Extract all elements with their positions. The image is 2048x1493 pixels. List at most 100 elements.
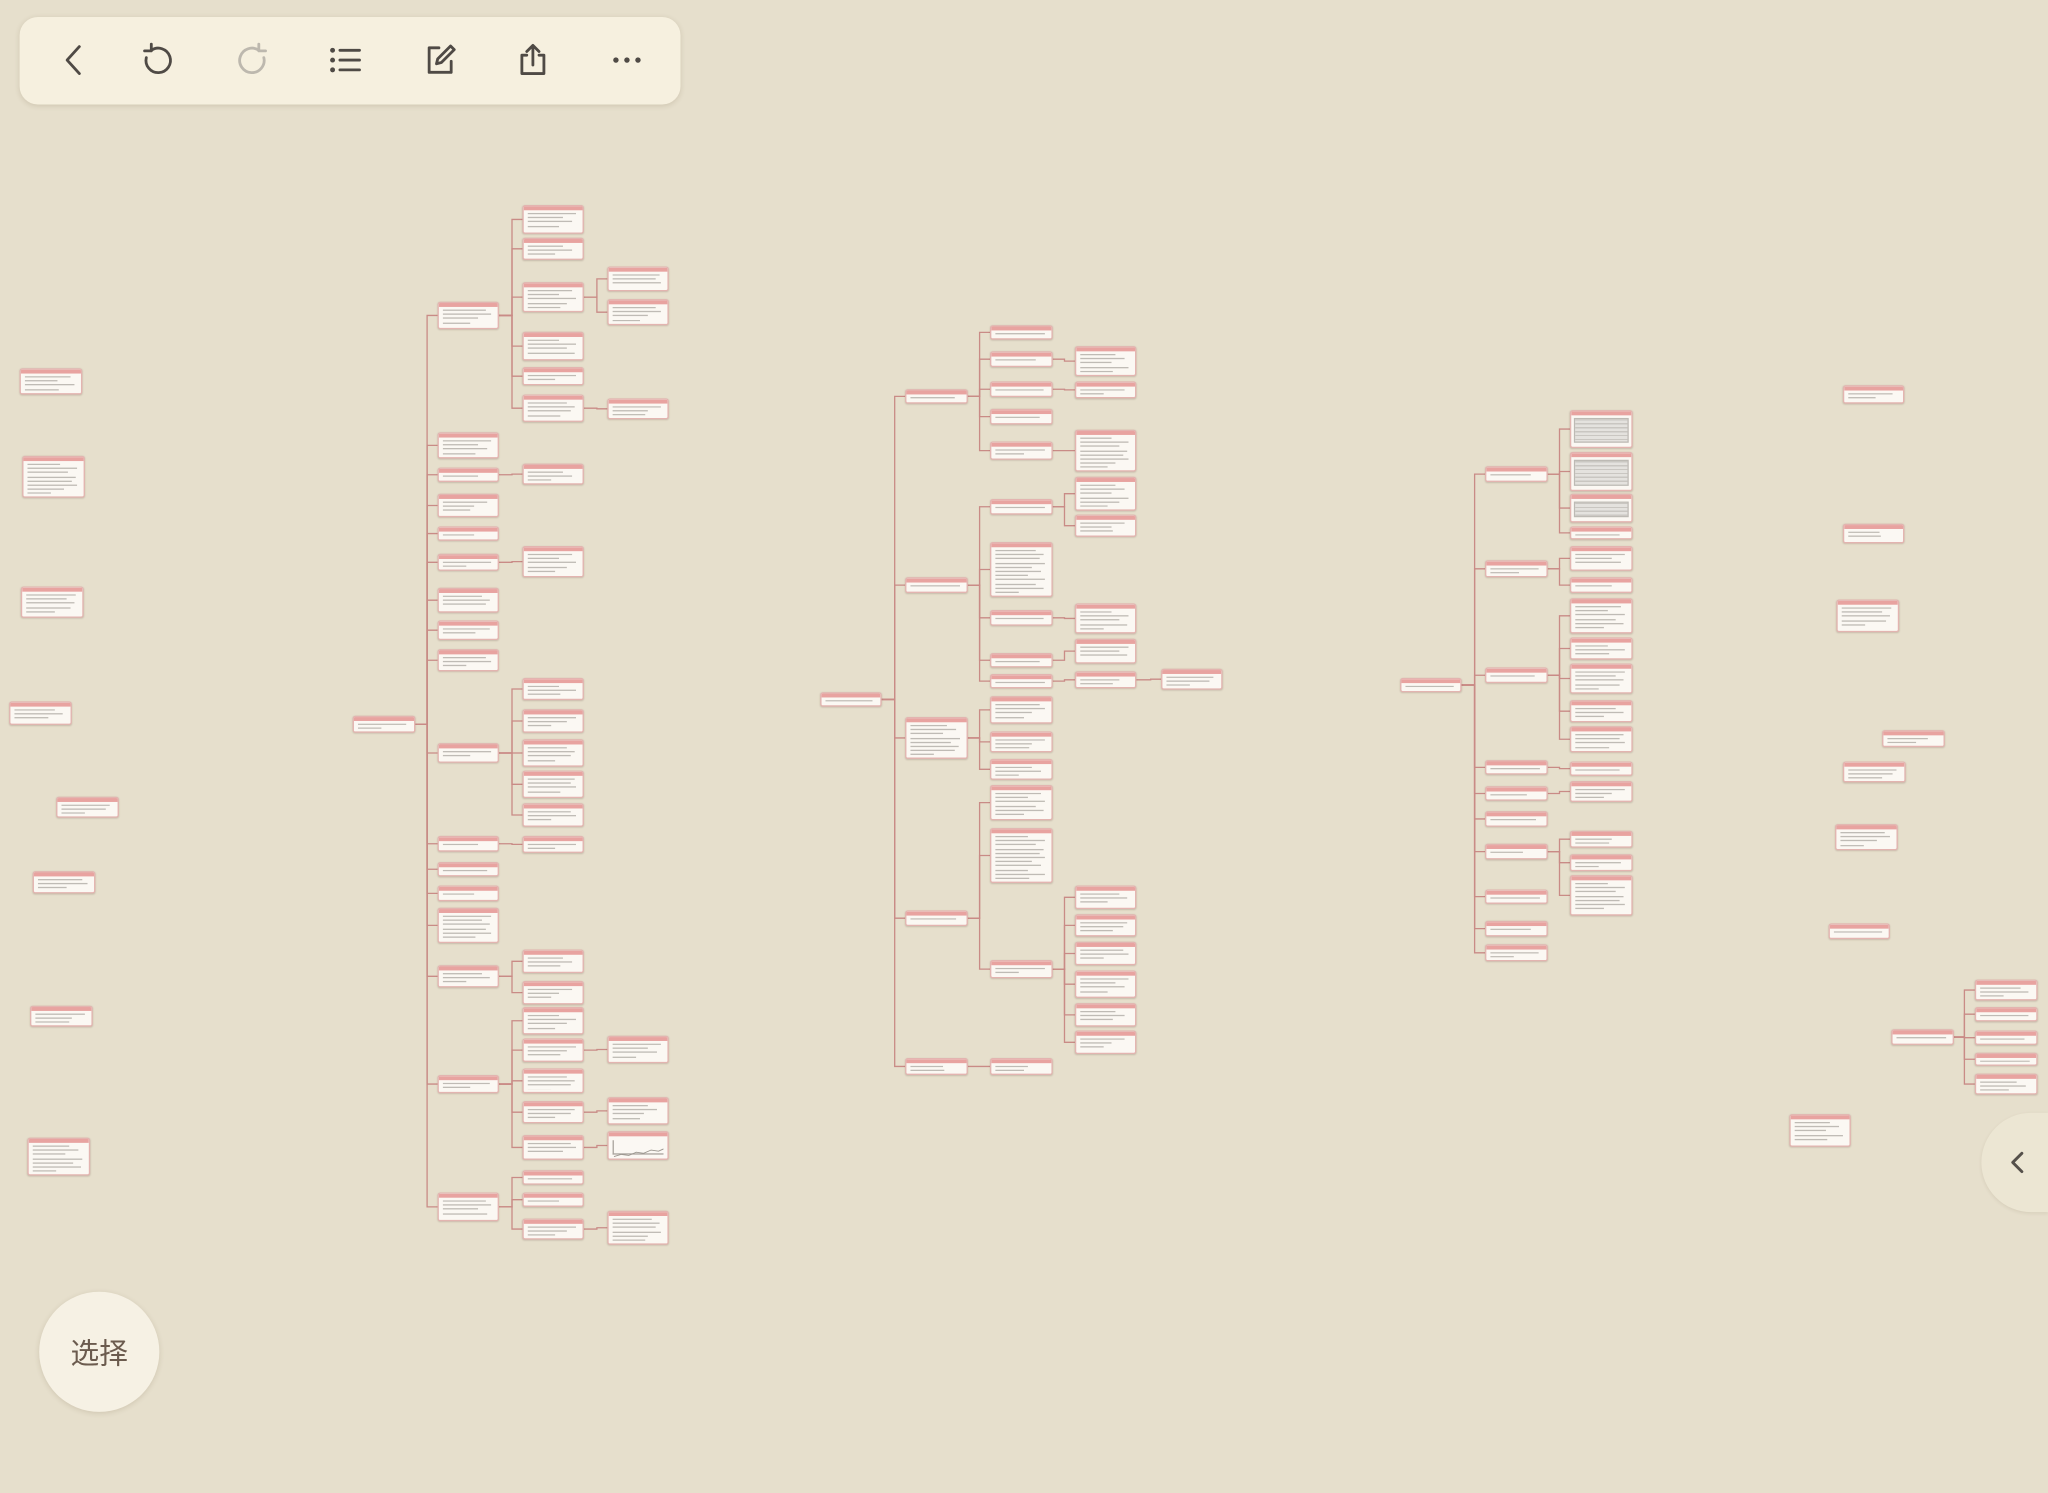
mindmap-node[interactable] (522, 770, 584, 799)
mindmap-root-node[interactable] (352, 715, 416, 733)
mindmap-node[interactable] (437, 493, 499, 518)
floating-note[interactable] (1835, 824, 1898, 851)
mindmap-node[interactable] (522, 835, 584, 853)
mindmap-node[interactable] (990, 408, 1053, 425)
mindmap-node[interactable] (1569, 637, 1633, 660)
mindmap-node[interactable] (1074, 603, 1137, 634)
outline-button[interactable] (319, 34, 371, 86)
mindmap-node[interactable] (990, 784, 1053, 821)
floating-note[interactable] (1836, 599, 1900, 633)
mindmap-node[interactable] (522, 1192, 584, 1207)
mindmap-node[interactable] (1569, 875, 1633, 916)
mindmap-node[interactable] (522, 1135, 584, 1160)
mindmap-node[interactable] (607, 398, 669, 420)
mindmap-node[interactable] (1485, 560, 1548, 578)
mindmap-node[interactable] (522, 205, 584, 234)
mindmap-node[interactable] (990, 1057, 1053, 1075)
mindmap-node[interactable] (1074, 671, 1137, 689)
mindmap-node[interactable] (1485, 920, 1548, 937)
mindmap-node[interactable] (1485, 466, 1548, 482)
back-button[interactable] (48, 34, 100, 86)
mindmap-node[interactable] (990, 351, 1053, 368)
mindmap-node[interactable] (522, 677, 584, 701)
floating-note[interactable] (32, 871, 96, 894)
mindmap-node[interactable] (522, 980, 584, 1005)
mindmap-node[interactable] (437, 862, 499, 877)
mindmap-node[interactable] (905, 1057, 968, 1075)
mindmap-node[interactable] (437, 1192, 499, 1222)
mindmap-node[interactable] (437, 467, 499, 482)
mindmap-node[interactable] (1569, 781, 1633, 802)
select-button[interactable]: 选择 (39, 1291, 160, 1412)
mindmap-node[interactable] (437, 649, 499, 672)
mindmap-node[interactable] (1569, 700, 1633, 723)
mindmap-node[interactable] (522, 739, 584, 767)
mindmap-node[interactable] (1485, 811, 1548, 827)
floating-note[interactable] (56, 796, 119, 818)
floating-note[interactable] (1789, 1114, 1851, 1147)
mindmap-node[interactable] (522, 803, 584, 827)
floating-note[interactable] (9, 701, 72, 725)
mindmap-node[interactable] (1569, 761, 1633, 776)
mindmap-node[interactable] (522, 463, 584, 485)
mindmap-node[interactable] (607, 266, 669, 292)
mindmap-node[interactable] (1485, 760, 1548, 775)
mindmap-node[interactable] (437, 835, 499, 852)
floating-note[interactable] (20, 586, 84, 618)
mindmap-node[interactable] (1074, 970, 1137, 998)
mindmap-node[interactable] (1074, 638, 1137, 664)
mindmap-node[interactable] (1074, 429, 1137, 472)
mindmap-node[interactable] (1074, 476, 1137, 511)
mindmap-node[interactable] (437, 620, 499, 640)
mindmap-node[interactable] (522, 367, 584, 386)
mindmap-node[interactable] (1074, 1030, 1137, 1055)
mindmap-node[interactable] (522, 1007, 584, 1035)
mindmap-node[interactable] (990, 731, 1053, 753)
mindmap-node[interactable] (607, 299, 669, 326)
mindmap-node[interactable] (1569, 526, 1633, 540)
mindmap-node[interactable] (1074, 941, 1137, 966)
mindmap-node[interactable] (990, 653, 1053, 668)
mindmap-node[interactable] (522, 237, 584, 260)
mindmap-node[interactable] (905, 389, 968, 404)
mindmap-node[interactable] (905, 577, 968, 593)
mindmap-node[interactable] (437, 526, 499, 541)
mindmap-node[interactable] (522, 1101, 584, 1124)
mindmap-node[interactable] (522, 709, 584, 733)
redo-button[interactable] (226, 34, 278, 86)
mindmap-node[interactable] (1485, 786, 1548, 801)
mindmap-image-node[interactable] (1569, 493, 1633, 523)
mindmap-node[interactable] (522, 1170, 584, 1185)
mindmap-node[interactable] (437, 885, 499, 902)
mindmap-node[interactable] (437, 587, 499, 613)
mindmap-node[interactable] (437, 1074, 499, 1094)
mindmap-node[interactable] (1974, 1052, 2038, 1066)
mindmap-node[interactable] (1074, 514, 1137, 537)
mindmap-node[interactable] (522, 545, 584, 578)
mindmap-node[interactable] (1074, 346, 1137, 377)
mindmap-node[interactable] (1074, 914, 1137, 937)
share-button[interactable] (507, 34, 559, 86)
mindmap-node[interactable] (1161, 668, 1223, 690)
mindmap-node[interactable] (437, 553, 499, 571)
mindmap-node[interactable] (1569, 598, 1633, 634)
floating-note[interactable] (27, 1137, 91, 1176)
mindmap-node[interactable] (1569, 830, 1633, 848)
mindmap-node[interactable] (437, 743, 499, 763)
floating-note[interactable] (1828, 923, 1890, 940)
mindmap-node[interactable] (990, 381, 1053, 398)
mindmap-node[interactable] (437, 965, 499, 988)
mindmap-node[interactable] (905, 717, 968, 759)
mindmap-node[interactable] (1974, 1030, 2038, 1045)
mindmap-node[interactable] (990, 959, 1053, 979)
mindmap-root-node[interactable] (1891, 1029, 1954, 1045)
mindmap-node[interactable] (1485, 944, 1548, 962)
edit-button[interactable] (414, 34, 466, 86)
floating-note[interactable] (1882, 730, 1945, 748)
mindmap-node[interactable] (990, 441, 1053, 460)
floating-note[interactable] (1842, 523, 1905, 544)
mindmap-node[interactable] (990, 498, 1053, 515)
mindmap-node[interactable] (990, 673, 1053, 689)
floating-note[interactable] (19, 368, 83, 395)
